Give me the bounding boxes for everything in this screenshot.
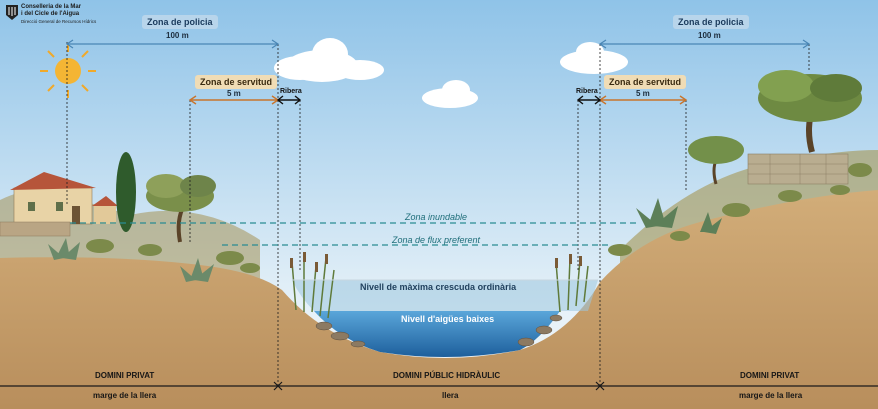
cypress-tree-icon <box>116 152 136 232</box>
agave-icon <box>180 258 214 282</box>
policia-dimension <box>65 39 811 49</box>
low-water-label: Nivell d'aigües baixes <box>401 314 495 324</box>
agave-icon <box>636 198 678 228</box>
policia-value-right: 100 m <box>698 31 721 40</box>
bank-left-label: marge de la llera <box>93 391 157 400</box>
ground <box>0 190 878 409</box>
ribera-label-right: Ribera <box>576 88 598 95</box>
flood-water <box>292 280 598 311</box>
stone-wall <box>747 153 849 185</box>
olive-tree-icon <box>758 70 862 153</box>
shrubs <box>86 163 872 273</box>
servitud-label-right: Zona de servitud <box>604 75 687 89</box>
sun-icon <box>40 44 96 98</box>
house-icon <box>0 172 118 237</box>
domain-right-label: DOMINI PRIVAT <box>740 371 800 380</box>
reeds-right-heads <box>555 254 582 268</box>
servitud-label-left: Zona de servitud <box>195 75 278 89</box>
logo-subtitle: Direcció General de Recursos Hídrics <box>21 19 97 24</box>
policia-value-left: 100 m <box>166 31 189 40</box>
ribera-label-left: Ribera <box>280 88 302 95</box>
domain-center-label: DOMINI PÚBLIC HIDRÀULIC <box>393 371 501 380</box>
logo-title: Conselleria de la Mar i del Cicle de l'A… <box>21 4 81 18</box>
inundable-label: Zona inundable <box>405 212 468 222</box>
reeds-left-heads <box>290 252 328 272</box>
max-level-label: Nivell de màxima crescuda ordinària <box>360 282 517 292</box>
shield-icon <box>6 5 18 20</box>
bank-right-label: marge de la llera <box>739 391 803 400</box>
domain-left-label: DOMINI PRIVAT <box>95 371 155 380</box>
logo-line-1: Conselleria de la Mar <box>21 4 82 10</box>
reeds-left <box>291 256 335 319</box>
agave-icon <box>700 212 722 234</box>
servitud-value-left: 5 m <box>227 89 241 98</box>
domain-markers <box>273 381 605 391</box>
agave-icon <box>48 238 80 260</box>
cloud-icon <box>560 42 628 74</box>
policia-label-left: Zona de policia <box>142 15 218 29</box>
cloud-icon <box>274 38 384 82</box>
low-water <box>314 311 560 358</box>
servitud-value-right: 5 m <box>636 89 650 98</box>
flux-label: Zona de flux preferent <box>392 235 481 245</box>
reference-lines <box>66 42 810 386</box>
ribera-dimension <box>276 95 602 105</box>
logo-line-2: i del Cicle de l'Aigua <box>21 11 80 17</box>
olive-tree-icon <box>146 174 216 243</box>
reeds-right <box>555 257 589 313</box>
cloud-icon <box>422 80 478 108</box>
bank-center-label: llera <box>442 391 459 400</box>
olive-tree-icon <box>688 136 744 185</box>
rocks <box>315 314 563 348</box>
policia-label-right: Zona de policia <box>673 15 749 29</box>
